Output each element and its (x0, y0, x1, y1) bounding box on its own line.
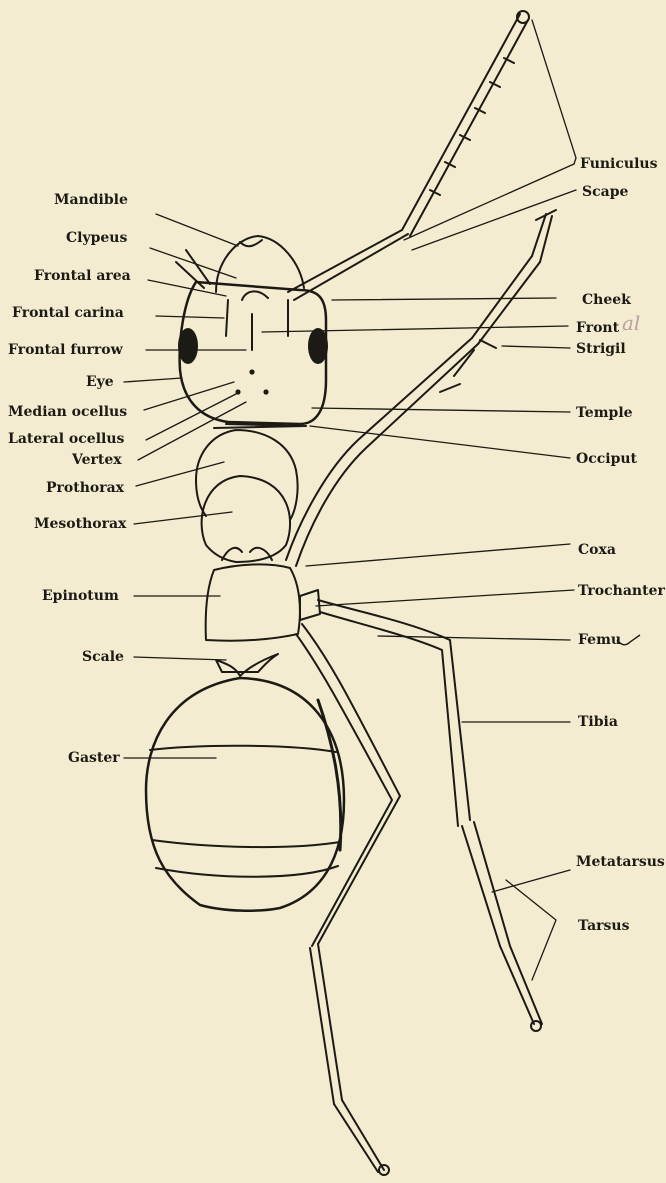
label-trochanter: Trochanter (578, 583, 665, 599)
label-epinotum: Epinotum (42, 588, 119, 604)
label-metatarsus: Metatarsus (576, 854, 665, 870)
label-coxa: Coxa (578, 542, 616, 558)
label-prothorax: Prothorax (46, 480, 124, 496)
gaster-shape (146, 678, 344, 911)
hind-legs (296, 590, 542, 1175)
label-frontal-carina: Frontal carina (12, 305, 124, 321)
femur-pencil-mark (616, 634, 642, 648)
label-femur: Femu (578, 632, 621, 648)
label-cheek: Cheek (582, 292, 631, 308)
scale-shape (216, 654, 278, 676)
label-clypeus: Clypeus (66, 230, 127, 246)
label-lateral-ocellus: Lateral ocellus (8, 431, 124, 447)
label-scape: Scape (582, 184, 628, 200)
antenna-right (288, 11, 529, 300)
label-frontal-furrow: Frontal furrow (8, 342, 123, 358)
label-tibia: Tibia (578, 714, 618, 730)
label-strigil: Strigil (576, 341, 626, 357)
label-median-ocellus: Median ocellus (8, 404, 127, 420)
label-tarsus: Tarsus (578, 918, 629, 934)
label-mandible: Mandible (54, 192, 128, 208)
label-mesothorax: Mesothorax (34, 516, 126, 532)
label-front: Front (576, 320, 619, 336)
mesothorax-shape (202, 476, 290, 562)
label-occiput: Occiput (576, 451, 637, 467)
label-vertex: Vertex (72, 452, 122, 468)
label-funiculus: Funiculus (580, 156, 657, 172)
label-gaster: Gaster (68, 750, 120, 766)
label-scale: Scale (82, 649, 124, 665)
label-eye: Eye (86, 374, 114, 390)
handwritten-al: al (622, 311, 640, 335)
leader-lines (124, 20, 576, 980)
prothorax-shape (196, 426, 306, 520)
label-temple: Temple (576, 405, 633, 421)
label-frontal-area: Frontal area (34, 268, 131, 284)
